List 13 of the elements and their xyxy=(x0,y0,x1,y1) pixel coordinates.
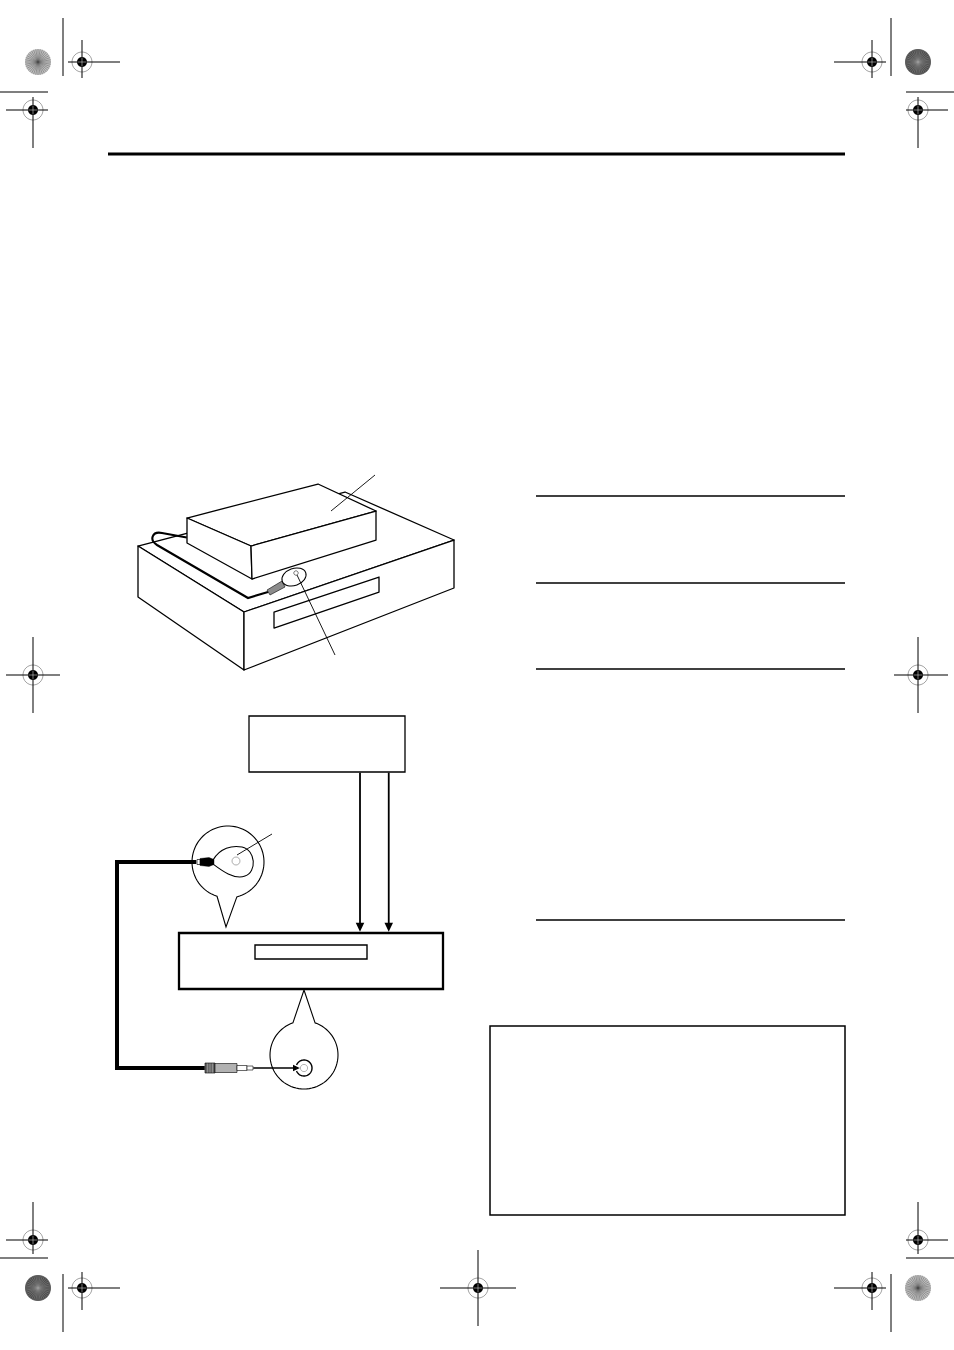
plug xyxy=(204,1062,254,1074)
cassette-slot xyxy=(254,944,368,960)
leader-line xyxy=(296,574,336,656)
sensor xyxy=(196,845,254,878)
cable xyxy=(115,860,205,1070)
cable xyxy=(151,531,269,600)
device-box xyxy=(186,483,377,580)
note-box xyxy=(489,1025,846,1216)
leader-line xyxy=(330,474,376,512)
sensor xyxy=(266,567,307,596)
jack xyxy=(295,1059,313,1077)
leader-line xyxy=(236,833,273,856)
device-box xyxy=(248,715,406,773)
